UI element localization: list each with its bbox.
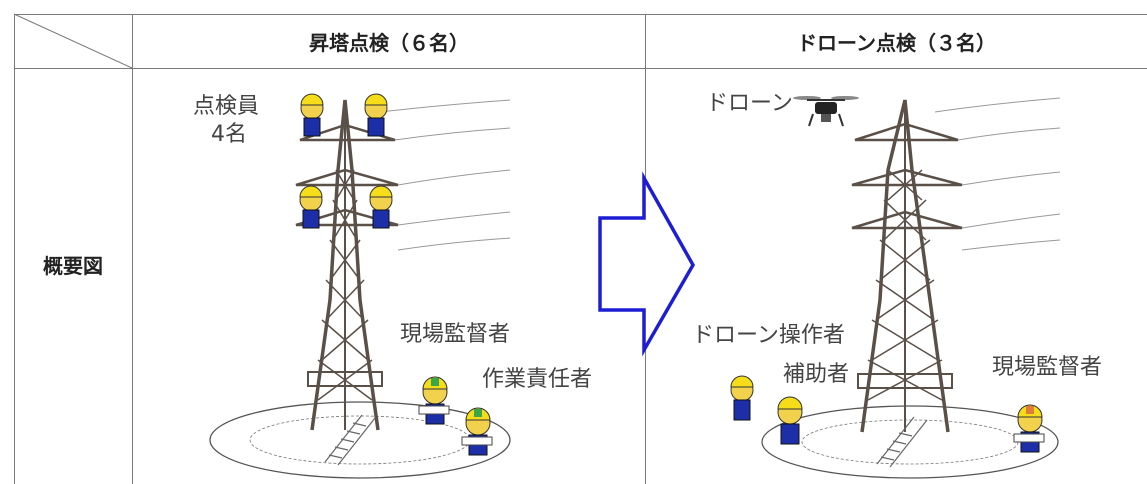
left-supervisor-figure	[418, 376, 450, 425]
right-assistant-figure	[777, 396, 803, 445]
drone-operator-label: ドローン操作者	[692, 323, 845, 348]
right-tower	[761, 97, 1061, 479]
right-ladder	[876, 416, 928, 468]
right-power-lines	[934, 97, 1061, 251]
left-inspector-2	[364, 93, 388, 137]
inspector-label-line2: 4名	[211, 122, 247, 147]
right-crossarm-top	[854, 122, 959, 142]
table-top-border	[14, 14, 1147, 15]
right-ground-ellipse	[761, 405, 1059, 479]
assistant-label: 補助者	[783, 362, 850, 387]
left-work-leader-figure	[461, 407, 493, 456]
right-tower-base	[857, 373, 953, 389]
right-supervisor-figure	[1013, 404, 1045, 453]
corner-diagonal	[13, 13, 133, 69]
table-left-border	[14, 14, 15, 484]
left-crossarm-low	[295, 208, 399, 227]
table-header-divider	[14, 68, 1147, 69]
right-operator-figure	[730, 375, 754, 421]
left-ladder	[324, 414, 376, 466]
header-drone-inspection: ドローン点検（３名）	[797, 30, 996, 55]
left-inspector-3	[299, 185, 323, 229]
left-crossarm-mid	[295, 168, 399, 187]
right-supervisor-label: 現場監督者	[992, 355, 1103, 380]
right-crossarm-mid	[851, 168, 963, 187]
drone-label: ドローン	[706, 91, 793, 116]
left-power-lines	[379, 99, 511, 251]
left-ground-ellipse	[209, 401, 511, 479]
transition-arrow	[598, 171, 696, 357]
right-crossarm-low	[851, 210, 963, 230]
header-ascent-inspection: 昇塔点検（６名）	[309, 30, 469, 55]
left-inspector-1	[300, 93, 324, 137]
work-leader-label: 作業責任者	[482, 367, 593, 392]
left-tower	[209, 99, 511, 479]
table-col1-divider	[132, 14, 133, 484]
left-inspector-4	[369, 185, 393, 229]
drone-icon	[793, 96, 859, 127]
inspector-label-line1: 点検員	[193, 94, 260, 119]
left-tower-base	[307, 371, 383, 387]
row-label-overview-diagram: 概要図	[43, 254, 103, 278]
left-supervisor-label: 現場監督者	[400, 322, 511, 347]
